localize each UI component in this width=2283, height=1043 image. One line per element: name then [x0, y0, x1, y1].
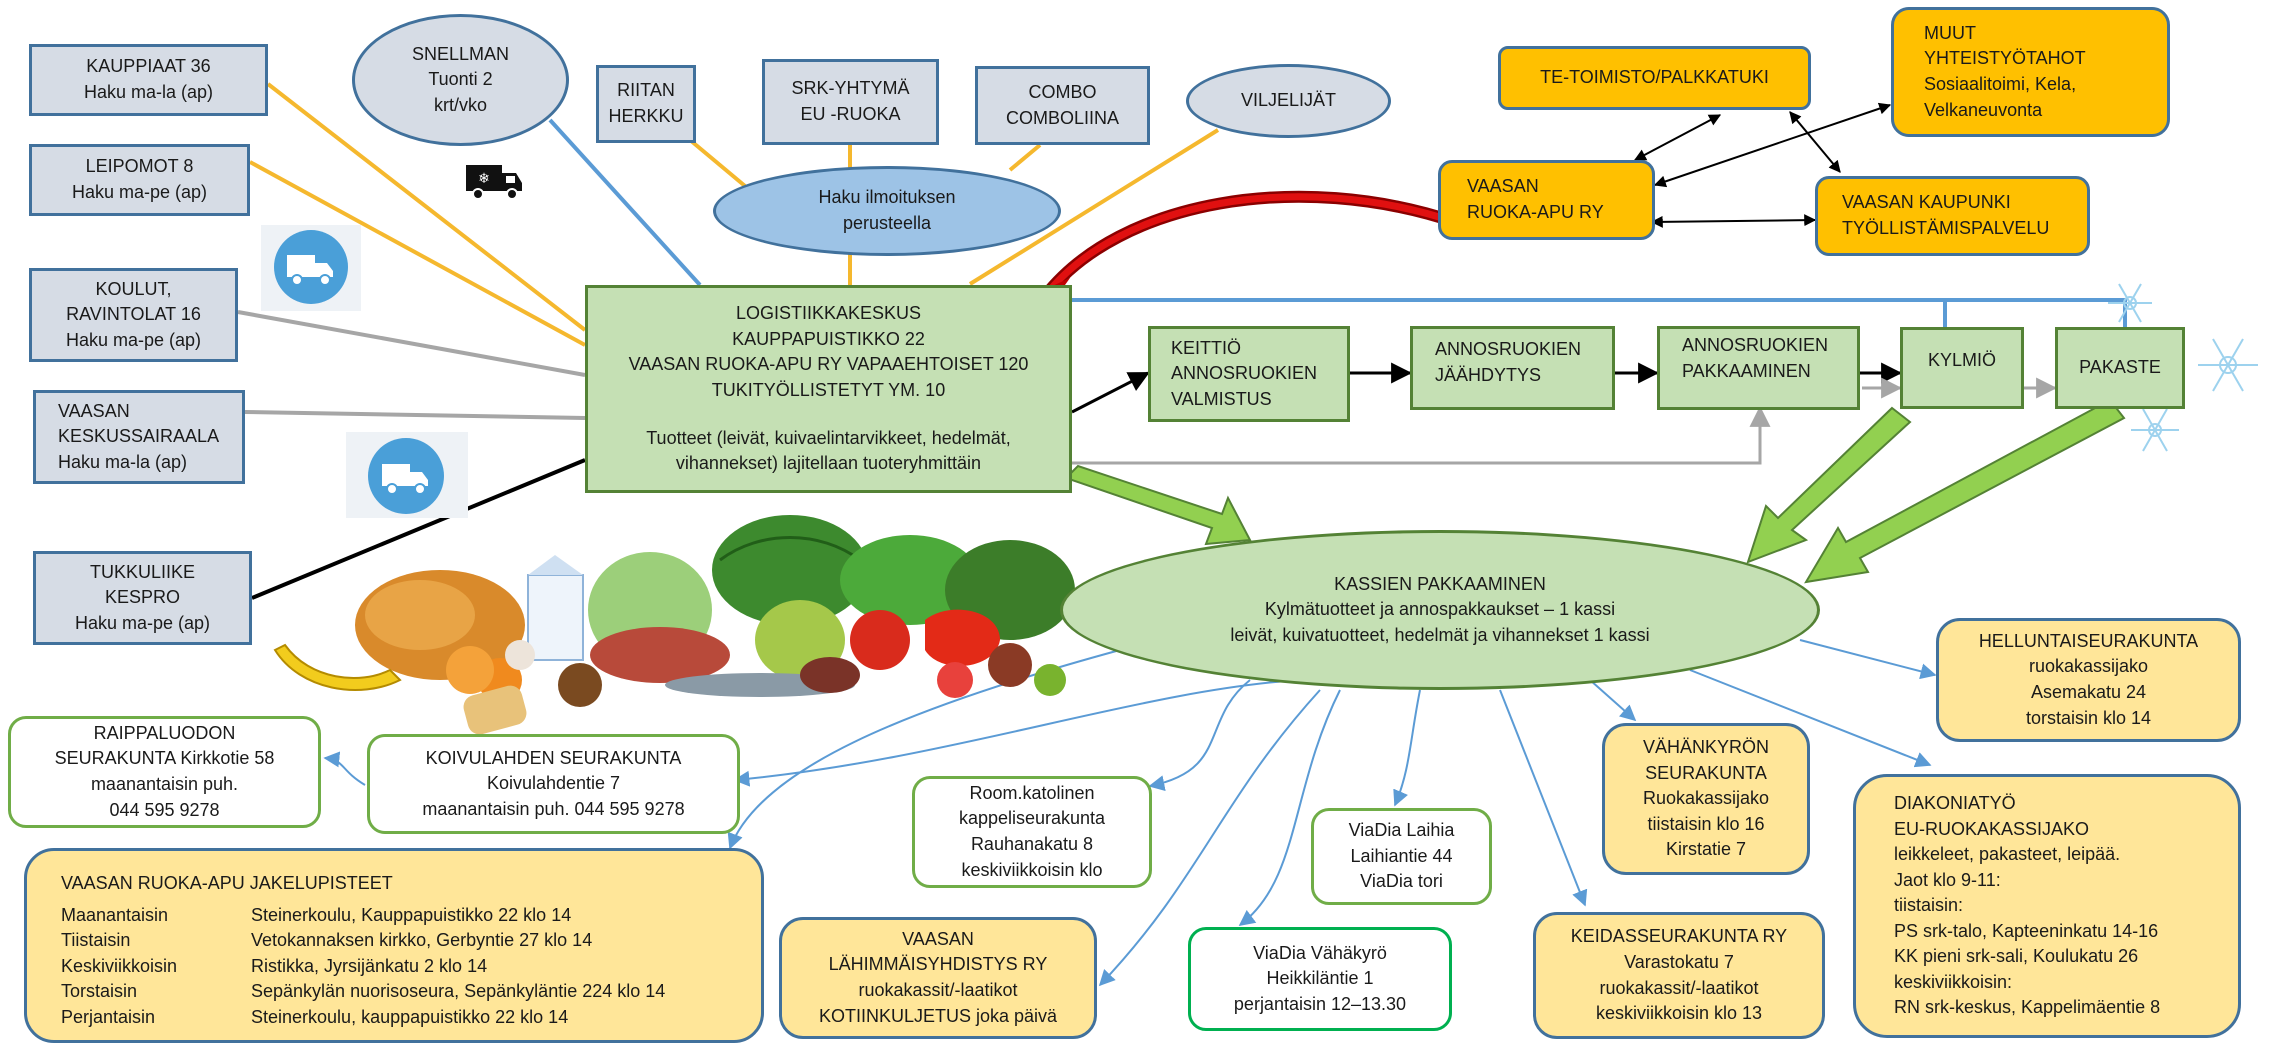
truck-icon: [261, 225, 361, 311]
schedule-day: Tiistaisin: [61, 930, 131, 951]
schedule-day: Maanantaisin: [61, 904, 169, 925]
jakelupisteet-schedule: Maanantaisin Steinerkoulu, Kauppapuistikk…: [61, 903, 665, 1031]
partner-vaasan-ruoka-apu: VAASAN RUOKA-APU RY: [1438, 160, 1655, 240]
dist-diakoniatyo: DIAKONIATYÖ EU-RUOKAKASSIJAKO leikkeleet…: [1853, 774, 2241, 1038]
process-pakkaaminen: ANNOSRUOKIEN PAKKAAMINEN: [1657, 326, 1860, 410]
big-green-arrows: [1064, 398, 2126, 584]
refrigerated-truck-icon: ❄: [466, 165, 522, 200]
supplier-kauppiaat: KAUPPIAAT 36 Haku ma-la (ap): [29, 44, 268, 116]
dist-vahankyron: VÄHÄNKYRÖN SEURAKUNTA Ruokakassijako tii…: [1602, 723, 1810, 875]
schedule-day: Perjantaisin: [61, 1006, 156, 1027]
haku-ellipse: Haku ilmoituksen perusteella: [713, 166, 1061, 256]
bag-packing-ellipse: KASSIEN PAKKAAMINEN Kylmätuotteet ja ann…: [1060, 530, 1820, 690]
jakelupisteet-title: VAASAN RUOKA-APU JAKELUPISTEET: [61, 873, 393, 893]
supplier-viljelijat: VILJELIJÄT: [1186, 64, 1391, 138]
dist-viadia-laihia: ViaDia Laihia Laihiantie 44 ViaDia tori: [1311, 808, 1492, 905]
process-keittio: KEITTIÖ ANNOSRUOKIEN VALMISTUS: [1148, 326, 1350, 422]
supplier-koulut: KOULUT, RAVINTOLAT 16 Haku ma-pe (ap): [29, 268, 238, 362]
truck-icon: [346, 432, 468, 518]
schedule-place: Sepänkylän nuorisoseura, Sepänkyläntie 2…: [251, 981, 666, 1002]
schedule-place: Vetokannaksen kirkko, Gerbyntie 27 klo 1…: [251, 930, 593, 951]
dist-helluntaiseurakunta: HELLUNTAISEURAKUNTA ruokakassijako Asema…: [1936, 618, 2241, 742]
schedule-day: Torstaisin: [61, 981, 138, 1002]
dist-room-katolinen: Room.katolinen kappeliseurakunta Rauhana…: [912, 776, 1152, 888]
process-jaahdytys: ANNOSRUOKIEN JÄÄHDYTYS: [1410, 326, 1615, 410]
dist-koivulahden: KOIVULAHDEN SEURAKUNTA Koivulahdentie 7 …: [367, 734, 740, 834]
jakelupisteet-box: VAASAN RUOKA-APU JAKELUPISTEET Maanantai…: [24, 848, 764, 1043]
partner-te-toimisto: TE-TOIMISTO/PALKKATUKI: [1498, 46, 1811, 110]
schedule-place: Ristikka, Jyrsijänkatu 2 klo 14: [251, 955, 488, 976]
supplier-tukkuliike: TUKKULIIKE KESPRO Haku ma-pe (ap): [33, 551, 252, 645]
partner-vaasan-kaupunki: VAASAN KAUPUNKI TYÖLLISTÄMISPALVELU: [1815, 176, 2090, 256]
partner-muut-yhteistyotahot: MUUT YHTEISTYÖTAHOT Sosiaalitoimi, Kela,…: [1891, 7, 2170, 137]
schedule-day: Keskiviikkoisin: [61, 955, 178, 976]
dist-raippaluodon: RAIPPALUODON SEURAKUNTA Kirkkotie 58 maa…: [8, 716, 321, 828]
logistics-center: LOGISTIIKKAKESKUS KAUPPAPUISTIKKO 22 VAA…: [585, 285, 1072, 493]
dist-viadia-vahakyro: ViaDia Vähäkyrö Heikkiläntie 1 perjantai…: [1188, 927, 1452, 1031]
schedule-place: Steinerkoulu, kauppapuistikko 22 klo 14: [251, 1006, 569, 1027]
supplier-combo: COMBO COMBOLIINA: [975, 66, 1150, 145]
supplier-lines: [237, 82, 1220, 600]
supplier-leipomot: LEIPOMOT 8 Haku ma-pe (ap): [29, 144, 250, 216]
process-kylmio: KYLMIÖ: [1900, 327, 2024, 409]
supplier-snellman: SNELLMAN Tuonti 2 krt/vko: [352, 14, 569, 146]
partner-arrows: [1633, 102, 1892, 228]
dist-keidasseurakunta: KEIDASSEURAKUNTA RY Varastokatu 7 ruokak…: [1533, 912, 1825, 1039]
distribution-lines: [323, 639, 1937, 987]
supplier-keskussairaala: VAASAN KESKUSSAIRAALA Haku ma-la (ap): [33, 390, 245, 484]
process-pakaste: PAKASTE: [2055, 327, 2185, 409]
food-produce-illustration: [273, 515, 1075, 735]
schedule-place: Steinerkoulu, Kauppapuistikko 22 klo 14: [251, 904, 572, 925]
supplier-riitan-herkku: RIITAN HERKKU: [596, 65, 696, 143]
supplier-srk-yhtyma: SRK-YHTYMÄ EU -RUOKA: [762, 59, 939, 145]
svg-text:❄: ❄: [478, 171, 490, 187]
snowflake-icon: [2108, 283, 2258, 452]
dist-lahimmaisyhdistys: VAASAN LÄHIMMÄISYHDISTYS RY ruokakassit/…: [779, 917, 1097, 1039]
